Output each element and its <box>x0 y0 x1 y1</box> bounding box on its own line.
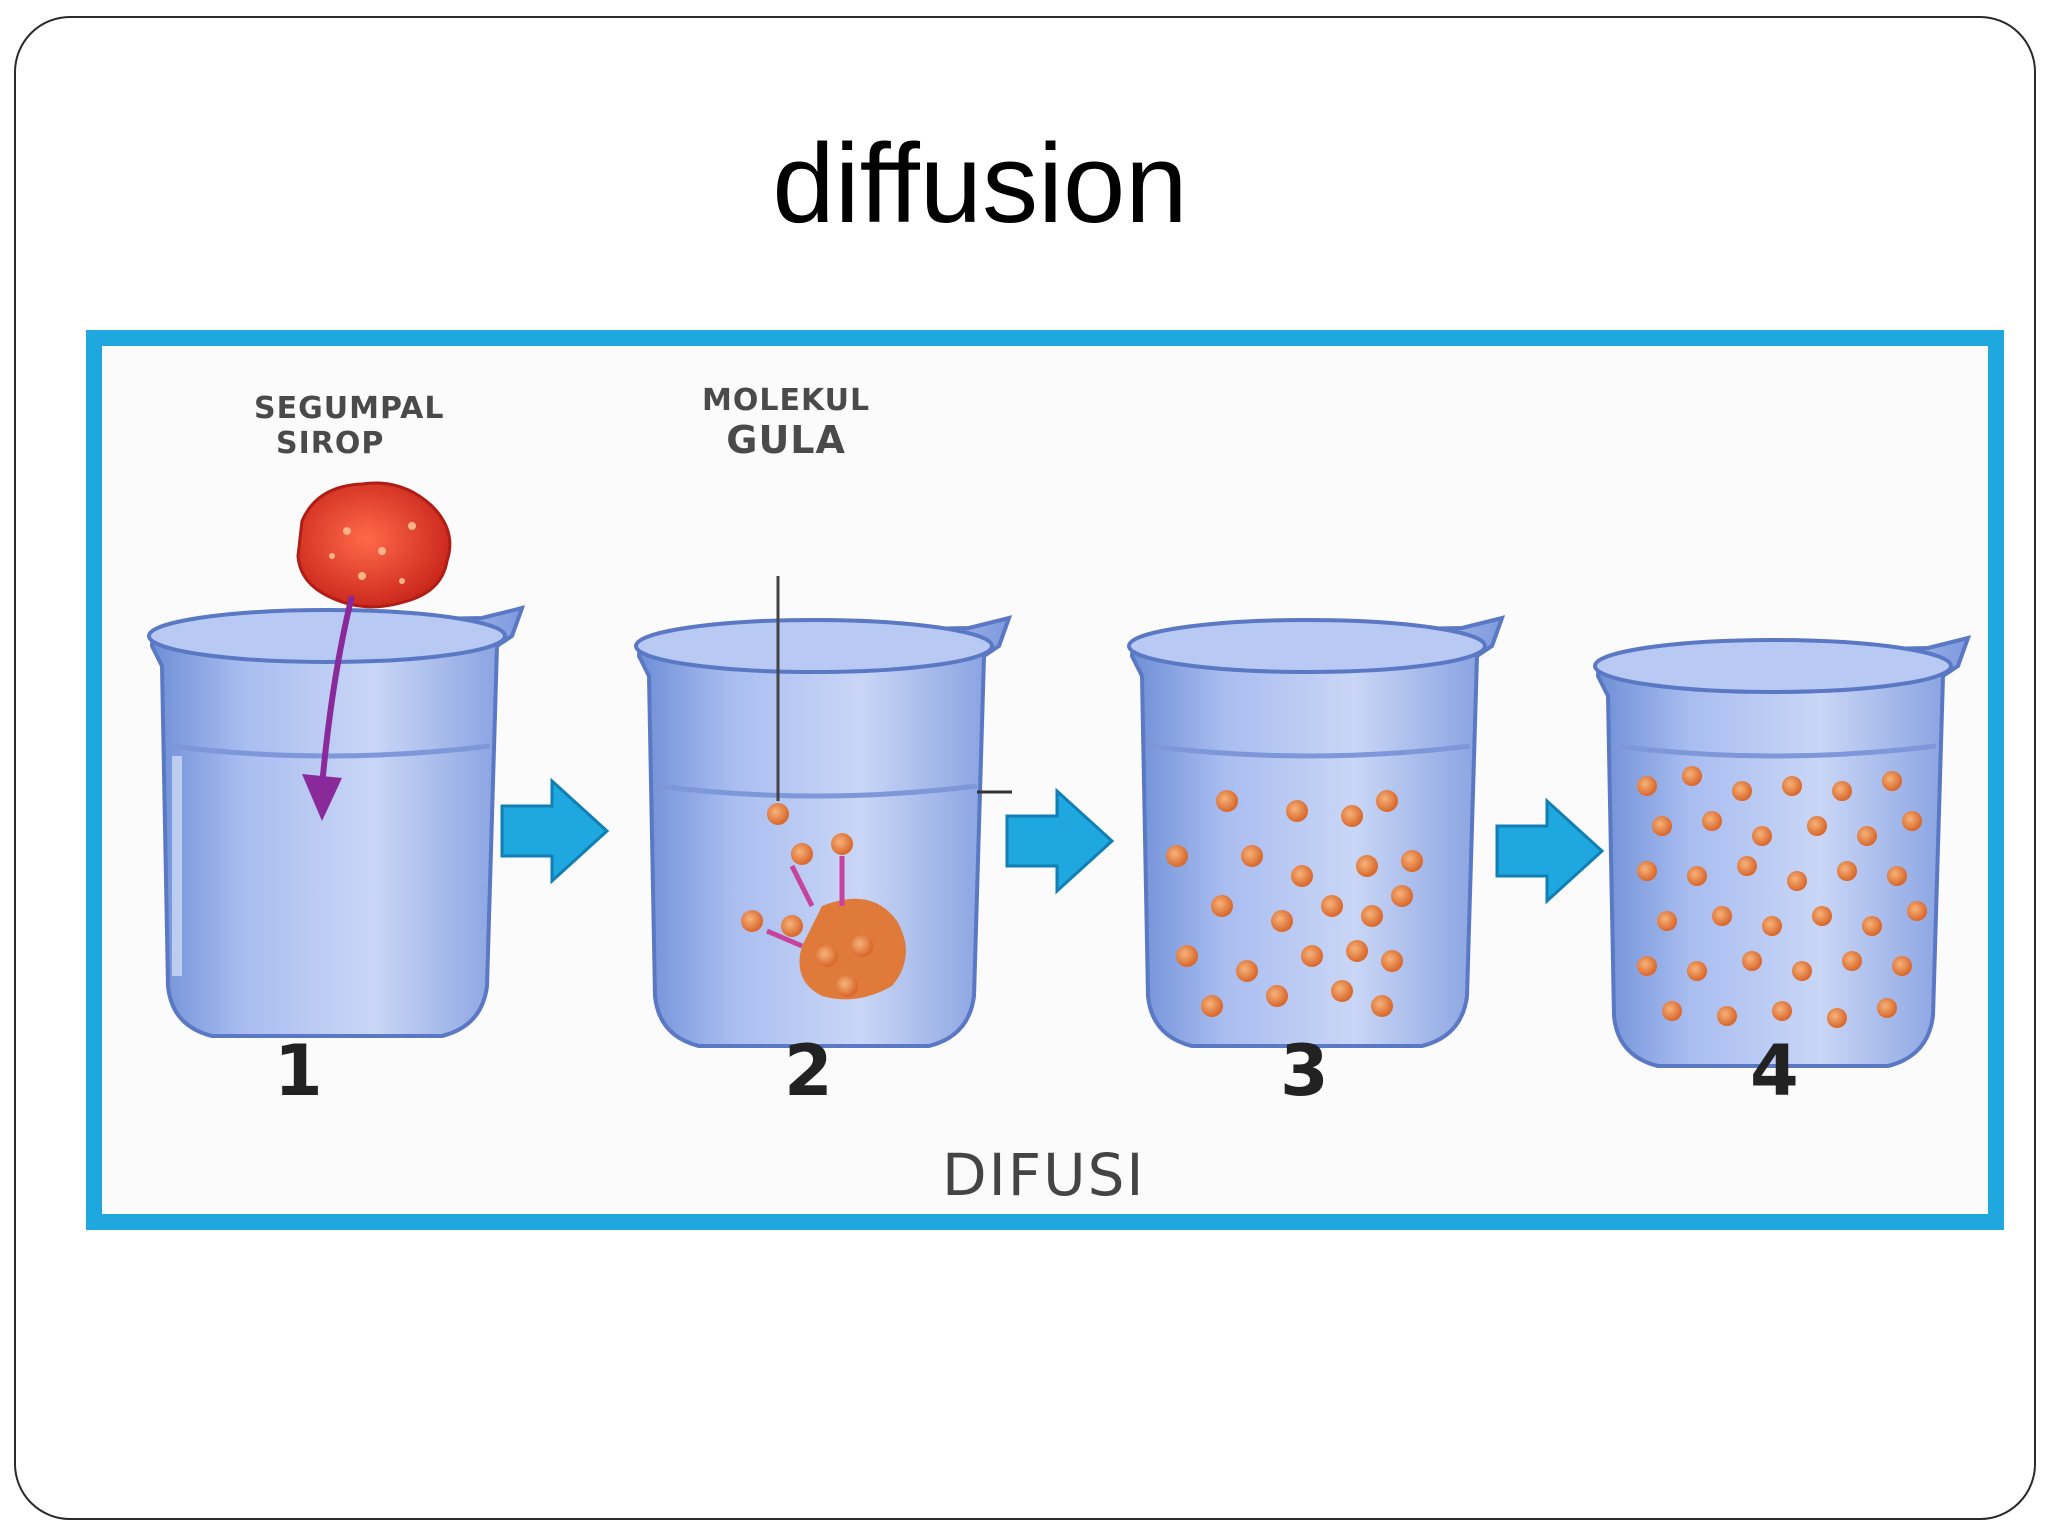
drop-arrow-icon <box>302 595 355 821</box>
diffusion-figure: SEGUMPAL SIROP MOLEKUL GULA 1 2 3 4 DIFU… <box>86 330 2004 1230</box>
beaker-icon <box>1127 615 1506 1048</box>
sugar-molecule-icon <box>741 803 906 1000</box>
sugar-molecule-icon <box>1637 766 1927 1028</box>
beaker-icon <box>147 605 526 1038</box>
figure-caption: DIFUSI <box>942 1141 1146 1209</box>
diffusion-diagram <box>147 481 1972 1068</box>
right-arrow-icon <box>500 777 610 885</box>
beaker-icon <box>1593 635 1972 1068</box>
step-number-2: 2 <box>784 1030 833 1112</box>
beaker-icon <box>634 615 1013 1048</box>
right-arrow-icon <box>1005 787 1115 895</box>
slide-title: diffusion <box>772 121 1188 246</box>
step-number-1: 1 <box>274 1030 323 1112</box>
label-lump: SEGUMPAL SIROP <box>254 391 445 461</box>
sugar-molecule-icon <box>1166 790 1423 1017</box>
syrup-lump-icon <box>296 481 452 609</box>
label-molecule: MOLEKUL GULA <box>702 383 871 462</box>
step-number-3: 3 <box>1280 1030 1329 1112</box>
right-arrow-icon <box>1495 797 1605 905</box>
step-number-4: 4 <box>1750 1030 1799 1112</box>
